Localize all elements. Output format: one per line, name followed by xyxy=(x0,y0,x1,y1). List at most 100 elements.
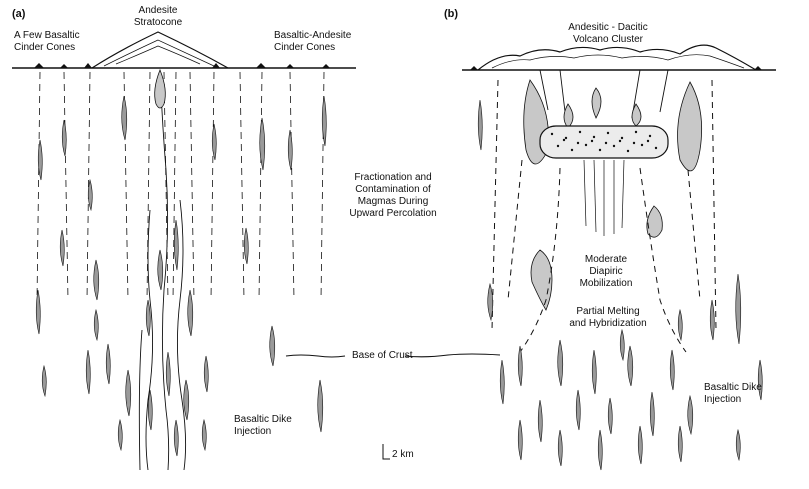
dike-lens xyxy=(627,345,634,387)
dike-lens xyxy=(93,259,100,301)
dike-lens xyxy=(117,418,123,452)
dike-lens xyxy=(147,389,153,431)
dike-lens xyxy=(125,369,132,417)
dike-lens xyxy=(557,339,564,387)
dike-lens xyxy=(487,282,494,322)
volcano-cluster-label: Andesitic - Dacitic Volcano Cluster xyxy=(568,22,648,45)
magma-chamber-crystals xyxy=(550,130,658,153)
volcano-cluster-outline xyxy=(477,44,757,71)
dike-lens xyxy=(183,379,190,421)
partial-melting-label: Partial Melting and Hybridization xyxy=(569,306,647,329)
crystal-dot xyxy=(634,130,638,134)
crystal-dot xyxy=(648,134,652,138)
dike-lens xyxy=(85,349,91,395)
plutons-b xyxy=(523,79,702,311)
crystal-dot xyxy=(654,146,658,150)
crystal-dot xyxy=(612,144,616,148)
dike-trace xyxy=(86,71,91,301)
volcano-cluster-layers xyxy=(491,54,745,69)
dike-trace xyxy=(258,71,263,301)
fractionation-label: Fractionation and Contamination of Magma… xyxy=(349,172,437,219)
panel-b-letter: (b) xyxy=(444,8,459,20)
dike-lens xyxy=(499,359,505,405)
dike-lens xyxy=(287,129,293,171)
crystal-dot xyxy=(604,141,608,145)
dike-lens xyxy=(709,299,715,341)
dike-lens xyxy=(517,419,523,461)
panel-a-letter: (a) xyxy=(12,8,26,20)
basaltic-dike-label-b: Basaltic Dike Injection xyxy=(704,382,762,405)
dike-lens xyxy=(259,117,266,171)
dike-lens xyxy=(477,99,483,151)
dike-lens xyxy=(735,273,742,345)
dike-lens xyxy=(517,345,523,387)
dike-lens xyxy=(37,139,43,181)
crystal-dot xyxy=(564,136,568,140)
dike-trace xyxy=(172,71,177,301)
crystal-dot xyxy=(618,139,622,143)
dike-trace xyxy=(36,71,41,301)
crystal-dot xyxy=(598,148,602,152)
dike-trace xyxy=(289,71,295,301)
diapiric-mobilization-label: Moderate Diapiric Mobilization xyxy=(579,254,633,289)
dike-lens xyxy=(173,419,179,457)
magma-chamber xyxy=(539,125,669,159)
cinder-cones-b xyxy=(470,66,762,70)
crystal-dot xyxy=(590,139,594,143)
dike-lens xyxy=(687,394,694,436)
andesite-stratocone-label: Andesite Stratocone xyxy=(133,5,183,28)
dike-lens xyxy=(321,95,327,147)
dike-lens xyxy=(591,349,597,395)
dikes-panel-b xyxy=(477,99,763,471)
base-of-crust xyxy=(285,353,501,358)
dike-lens xyxy=(35,289,41,335)
base-of-crust-label: Base of Crust xyxy=(352,350,413,361)
dike-trace xyxy=(189,71,195,301)
dike-trace xyxy=(63,71,69,301)
crystal-dot xyxy=(620,136,624,140)
dike-lens xyxy=(597,429,603,471)
dike-trace xyxy=(146,71,151,301)
dike-lens xyxy=(211,123,217,161)
chamber-drips xyxy=(583,159,625,236)
crystal-dot xyxy=(578,130,582,134)
dike-lens xyxy=(59,229,65,267)
dike-lens xyxy=(201,418,207,452)
diapir-dashed-boundaries xyxy=(491,79,717,353)
basaltic-andesite-label: Basaltic-Andesite Cinder Cones xyxy=(274,30,352,53)
crystal-dot xyxy=(584,143,588,147)
crystal-dot xyxy=(576,141,580,145)
dike-lens xyxy=(557,429,563,467)
dike-trace xyxy=(239,71,245,301)
panel-a xyxy=(12,31,356,471)
stratocone-layers xyxy=(103,39,215,67)
andesite-stratocone xyxy=(91,31,229,69)
dike-lens xyxy=(317,379,324,433)
dike-lens xyxy=(165,351,171,397)
dike-lens xyxy=(757,359,763,401)
dike-lens xyxy=(677,425,683,463)
dike-trace xyxy=(163,71,169,301)
central-conduit-a xyxy=(154,68,166,109)
dikes-panel-a xyxy=(35,71,327,457)
dike-lens xyxy=(93,308,99,342)
dike-lens xyxy=(649,391,655,437)
crystal-dot xyxy=(556,144,560,148)
dike-lens xyxy=(269,325,276,367)
dike-lens xyxy=(105,343,111,385)
dike-lens xyxy=(87,178,93,212)
crystal-dot xyxy=(646,139,650,143)
percolation-paths-a xyxy=(138,69,187,471)
dike-lens xyxy=(669,349,675,391)
scale-bar xyxy=(382,444,390,460)
dike-lens xyxy=(187,289,194,337)
dike-lens xyxy=(203,355,209,393)
dike-lens xyxy=(619,328,625,362)
crystal-dot xyxy=(626,149,630,153)
dike-lens xyxy=(41,364,47,398)
basaltic-dike-label-a: Basaltic Dike Injection xyxy=(234,414,292,437)
dike-lens xyxy=(637,425,643,465)
dike-trace xyxy=(210,71,215,301)
basaltic-cinder-cones-label: A Few Basaltic Cinder Cones xyxy=(14,30,80,53)
